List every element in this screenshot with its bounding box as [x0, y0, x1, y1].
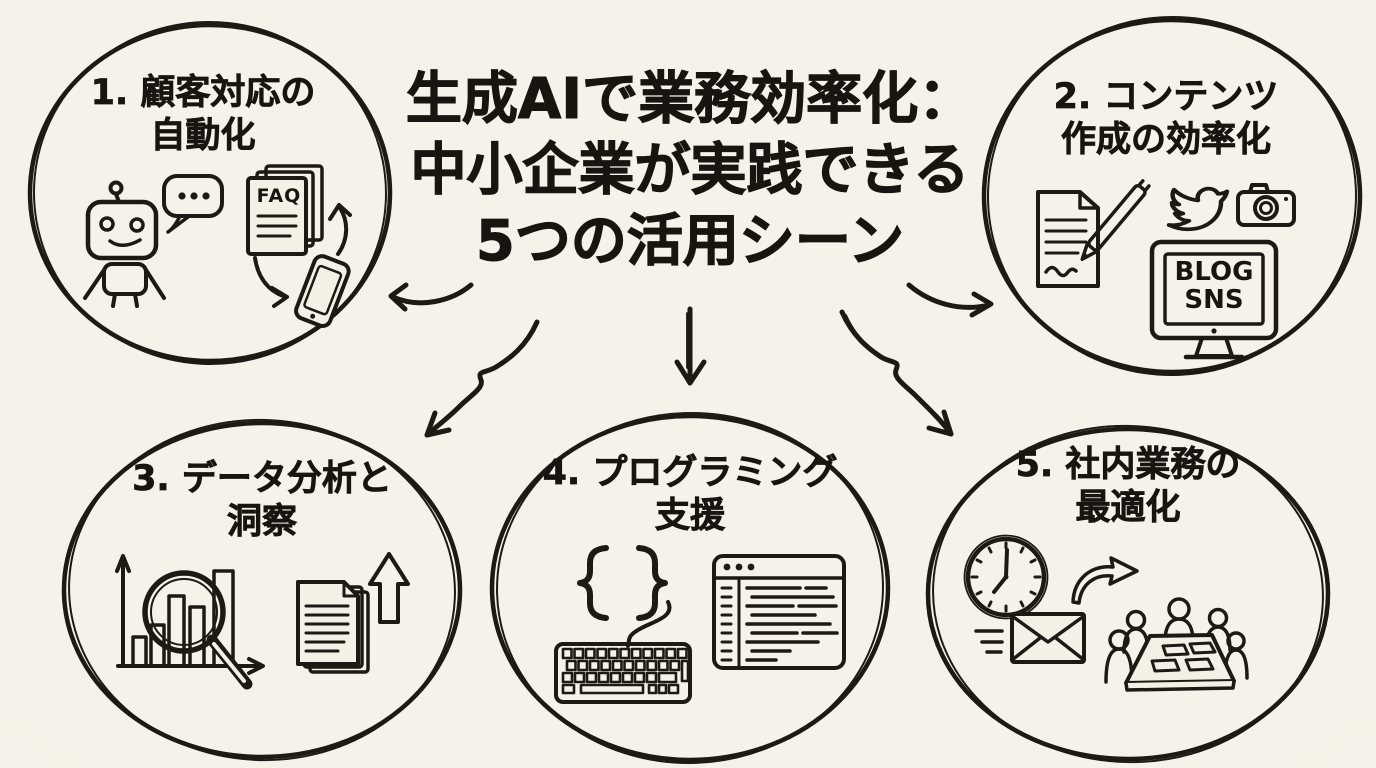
- node2-label-line2: 作成の効率化: [1060, 120, 1272, 161]
- growth-arrow-icon: [368, 552, 410, 624]
- monitor-screen-label: BLOG SNS: [1175, 258, 1254, 314]
- node1-circle: [27, 20, 393, 366]
- camera-icon: [1236, 183, 1296, 227]
- monitor-icon: [1149, 239, 1279, 360]
- monitor-screen-line2: SNS: [1184, 285, 1244, 315]
- node4-label: 4. プログラミング 支援: [542, 452, 838, 538]
- bar-chart-icon: [115, 554, 265, 675]
- smartphone-icon: [294, 254, 351, 328]
- main-title: 生成AIで業務効率化： 中小企業が実践できる 5つの活用シーン: [405, 64, 975, 277]
- arrow-to-node5: [839, 309, 954, 437]
- node4-label-line2: 支援: [654, 496, 726, 537]
- monitor-screen-line1: BLOG: [1174, 257, 1254, 287]
- node2-label-line1: 2. コンテンツ: [1053, 77, 1279, 118]
- meeting-table-icon: [1104, 597, 1249, 692]
- node5-circle: [925, 424, 1331, 764]
- code-window-icon: [712, 554, 846, 670]
- node3-label-line2: 洞察: [226, 502, 298, 543]
- node2-circle: [981, 15, 1363, 377]
- main-title-line3: 5つの活用シーン: [475, 208, 905, 274]
- node1-label-line2: 自動化: [150, 116, 256, 157]
- main-title-line1: 生成AIで業務効率化：: [405, 66, 975, 132]
- node4-label-line1: 4. プログラミング: [542, 453, 838, 494]
- keyboard-icon: [554, 642, 692, 704]
- node3-circle: [61, 418, 463, 762]
- faq-documents-icon: [246, 164, 324, 256]
- envelope-icon: [974, 612, 1086, 664]
- node3-label-line1: 3. データ分析と: [132, 459, 393, 500]
- node5-label-line2: 最適化: [1075, 488, 1181, 529]
- document-pen-icon: [1036, 179, 1151, 288]
- curly-braces-icon: [577, 545, 668, 621]
- cable-line: [626, 600, 672, 648]
- arrow-to-node2: [906, 282, 994, 318]
- sync-arrows-icon: [253, 203, 352, 308]
- node1-label-line1: 1. 顧客対応の: [90, 73, 316, 114]
- swoosh-arrow-icon: [1071, 556, 1139, 605]
- speech-bubble-icon: [162, 174, 224, 234]
- node2-label: 2. コンテンツ 作成の効率化: [1053, 76, 1279, 162]
- node3-label: 3. データ分析と 洞察: [132, 458, 393, 544]
- robot-icon: [83, 180, 166, 308]
- faq-document-label: FAQ: [256, 185, 302, 207]
- arrow-to-node1: [388, 282, 474, 312]
- magnifier-icon: [142, 570, 253, 690]
- main-title-line2: 中小企業が実践できる: [410, 137, 970, 203]
- node5-label: 5. 社内業務の 最適化: [1015, 444, 1241, 530]
- arrow-to-node4: [674, 306, 707, 386]
- node4-circle: [489, 411, 891, 765]
- documents-stack-icon: [296, 580, 370, 674]
- arrow-to-node3: [424, 319, 540, 438]
- twitter-bird-icon: [1166, 186, 1230, 232]
- node1-label: 1. 顧客対応の 自動化: [90, 72, 316, 158]
- clock-icon: [963, 534, 1049, 620]
- node5-label-line1: 5. 社内業務の: [1015, 445, 1241, 486]
